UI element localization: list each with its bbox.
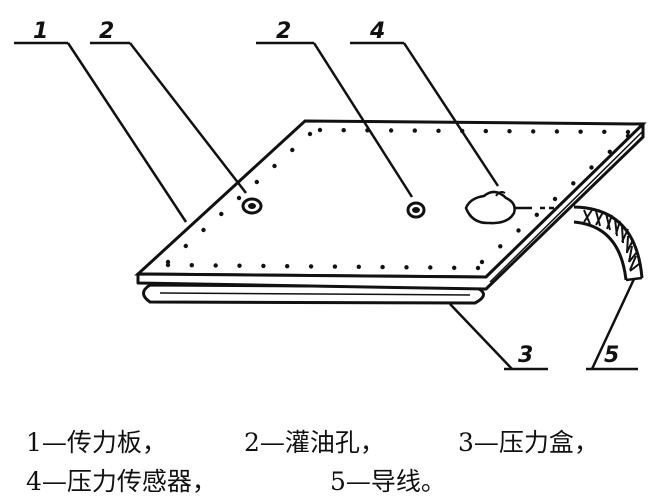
rivet-dot [183, 243, 188, 249]
rivet-dot [285, 264, 290, 269]
callout-1: 1 [33, 19, 48, 44]
legend-item-1: 1—传力板， [26, 428, 167, 457]
plate-rivet-dots [165, 127, 631, 271]
rivet-dot [341, 128, 346, 133]
pressure-plate-diagram: 1 2 2 4 3 5 [14, 19, 647, 371]
callout-5: 5 [604, 343, 619, 368]
rivet-dot [552, 196, 558, 202]
rivet-dot [388, 128, 394, 133]
rivet-dot [436, 128, 441, 133]
rivet-dot [589, 165, 594, 170]
rivet-dot [578, 129, 583, 134]
callout-3: 3 [518, 343, 533, 368]
rivet-dot [534, 212, 539, 217]
rivet-dot [237, 263, 242, 268]
rivet-dot [201, 227, 206, 233]
rivet-dot [479, 259, 485, 265]
rivet-dot [531, 129, 536, 134]
transmission-plate [134, 119, 647, 291]
rivet-dot [272, 163, 277, 169]
pressure-sensor-icon [464, 190, 556, 225]
rivet-dot [261, 263, 266, 269]
rivet-dot [165, 259, 171, 265]
rivet-dot [571, 181, 576, 186]
rivet-dot [236, 195, 242, 201]
oil-hole-right [406, 201, 426, 219]
rivet-dot [602, 129, 607, 134]
rivet-dot [452, 265, 457, 270]
rivet-dot [290, 147, 295, 153]
rivet-dot [189, 263, 194, 268]
callout-2-right: 2 [276, 19, 291, 44]
rivet-dot [308, 264, 314, 269]
rivet-dot [607, 149, 612, 154]
rivet-dot [254, 179, 259, 185]
rivet-dot [475, 265, 481, 271]
rivet-dot [412, 128, 417, 133]
legend-item-2: 2—灌油孔， [244, 428, 385, 457]
rivet-dot [498, 244, 503, 249]
rivet-dot [507, 129, 512, 134]
rivet-dot [332, 264, 338, 269]
rivet-dot [428, 265, 433, 270]
rivet-dot [404, 265, 409, 270]
rivet-dot [317, 127, 323, 133]
oil-hole-left [241, 197, 263, 215]
legend-item-3: 3—压力盒， [458, 428, 599, 457]
rivet-dot [483, 128, 488, 134]
rivet-dot [219, 211, 224, 217]
rivet-dot [625, 129, 631, 135]
rivet-dot [356, 264, 361, 269]
rivet-dot [516, 228, 521, 233]
callout-2-left: 2 [99, 19, 114, 44]
rivet-dot [554, 129, 560, 134]
rivet-dot [307, 131, 313, 137]
leader-lines [14, 41, 638, 371]
wire-cable [573, 205, 644, 282]
legend-item-4: 4—压力传感器， [26, 467, 217, 496]
rivet-dot [625, 133, 631, 139]
legend-item-5: 5—导线。 [330, 467, 446, 496]
callout-4: 4 [369, 19, 385, 44]
rivet-dot [380, 264, 385, 270]
rivet-dot [213, 263, 218, 268]
